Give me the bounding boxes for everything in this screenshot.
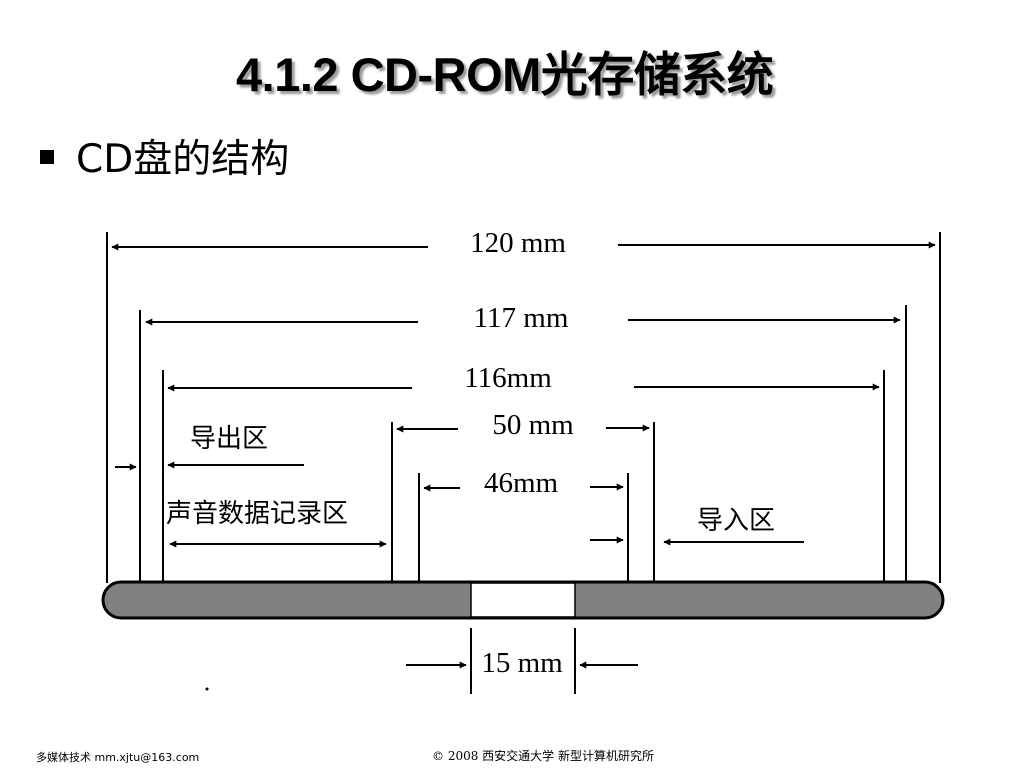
disc-body [101,580,945,620]
dim-label-15: 15 mm [481,647,563,679]
stray-dot [205,687,209,691]
bullet-text: CD盘的结构 [76,137,290,182]
dim-label-120: 120 mm [470,227,566,259]
zone-label-audio-data: 声音数据记录区 [166,499,348,529]
dim-label-46: 46mm [484,467,559,499]
extension-lines [106,232,941,694]
slide-title: 4.1.2 CD-ROM光存储系统 [236,48,774,101]
dim-label-50: 50 mm [492,409,574,441]
zone-label-lead-out: 导出区 [190,424,268,454]
zone-label-lead-in: 导入区 [697,506,775,536]
dimension-arrows [111,241,936,669]
bullet-square-icon [40,150,54,164]
dim-label-117: 117 mm [474,302,569,334]
dim-label-116: 116mm [464,362,552,394]
footer-left: 多媒体技术 mm.xjtu@163.com [36,751,200,764]
center-hole [470,582,576,618]
footer-right: © 2008 西安交通大学 新型计算机研究所 [432,749,654,763]
